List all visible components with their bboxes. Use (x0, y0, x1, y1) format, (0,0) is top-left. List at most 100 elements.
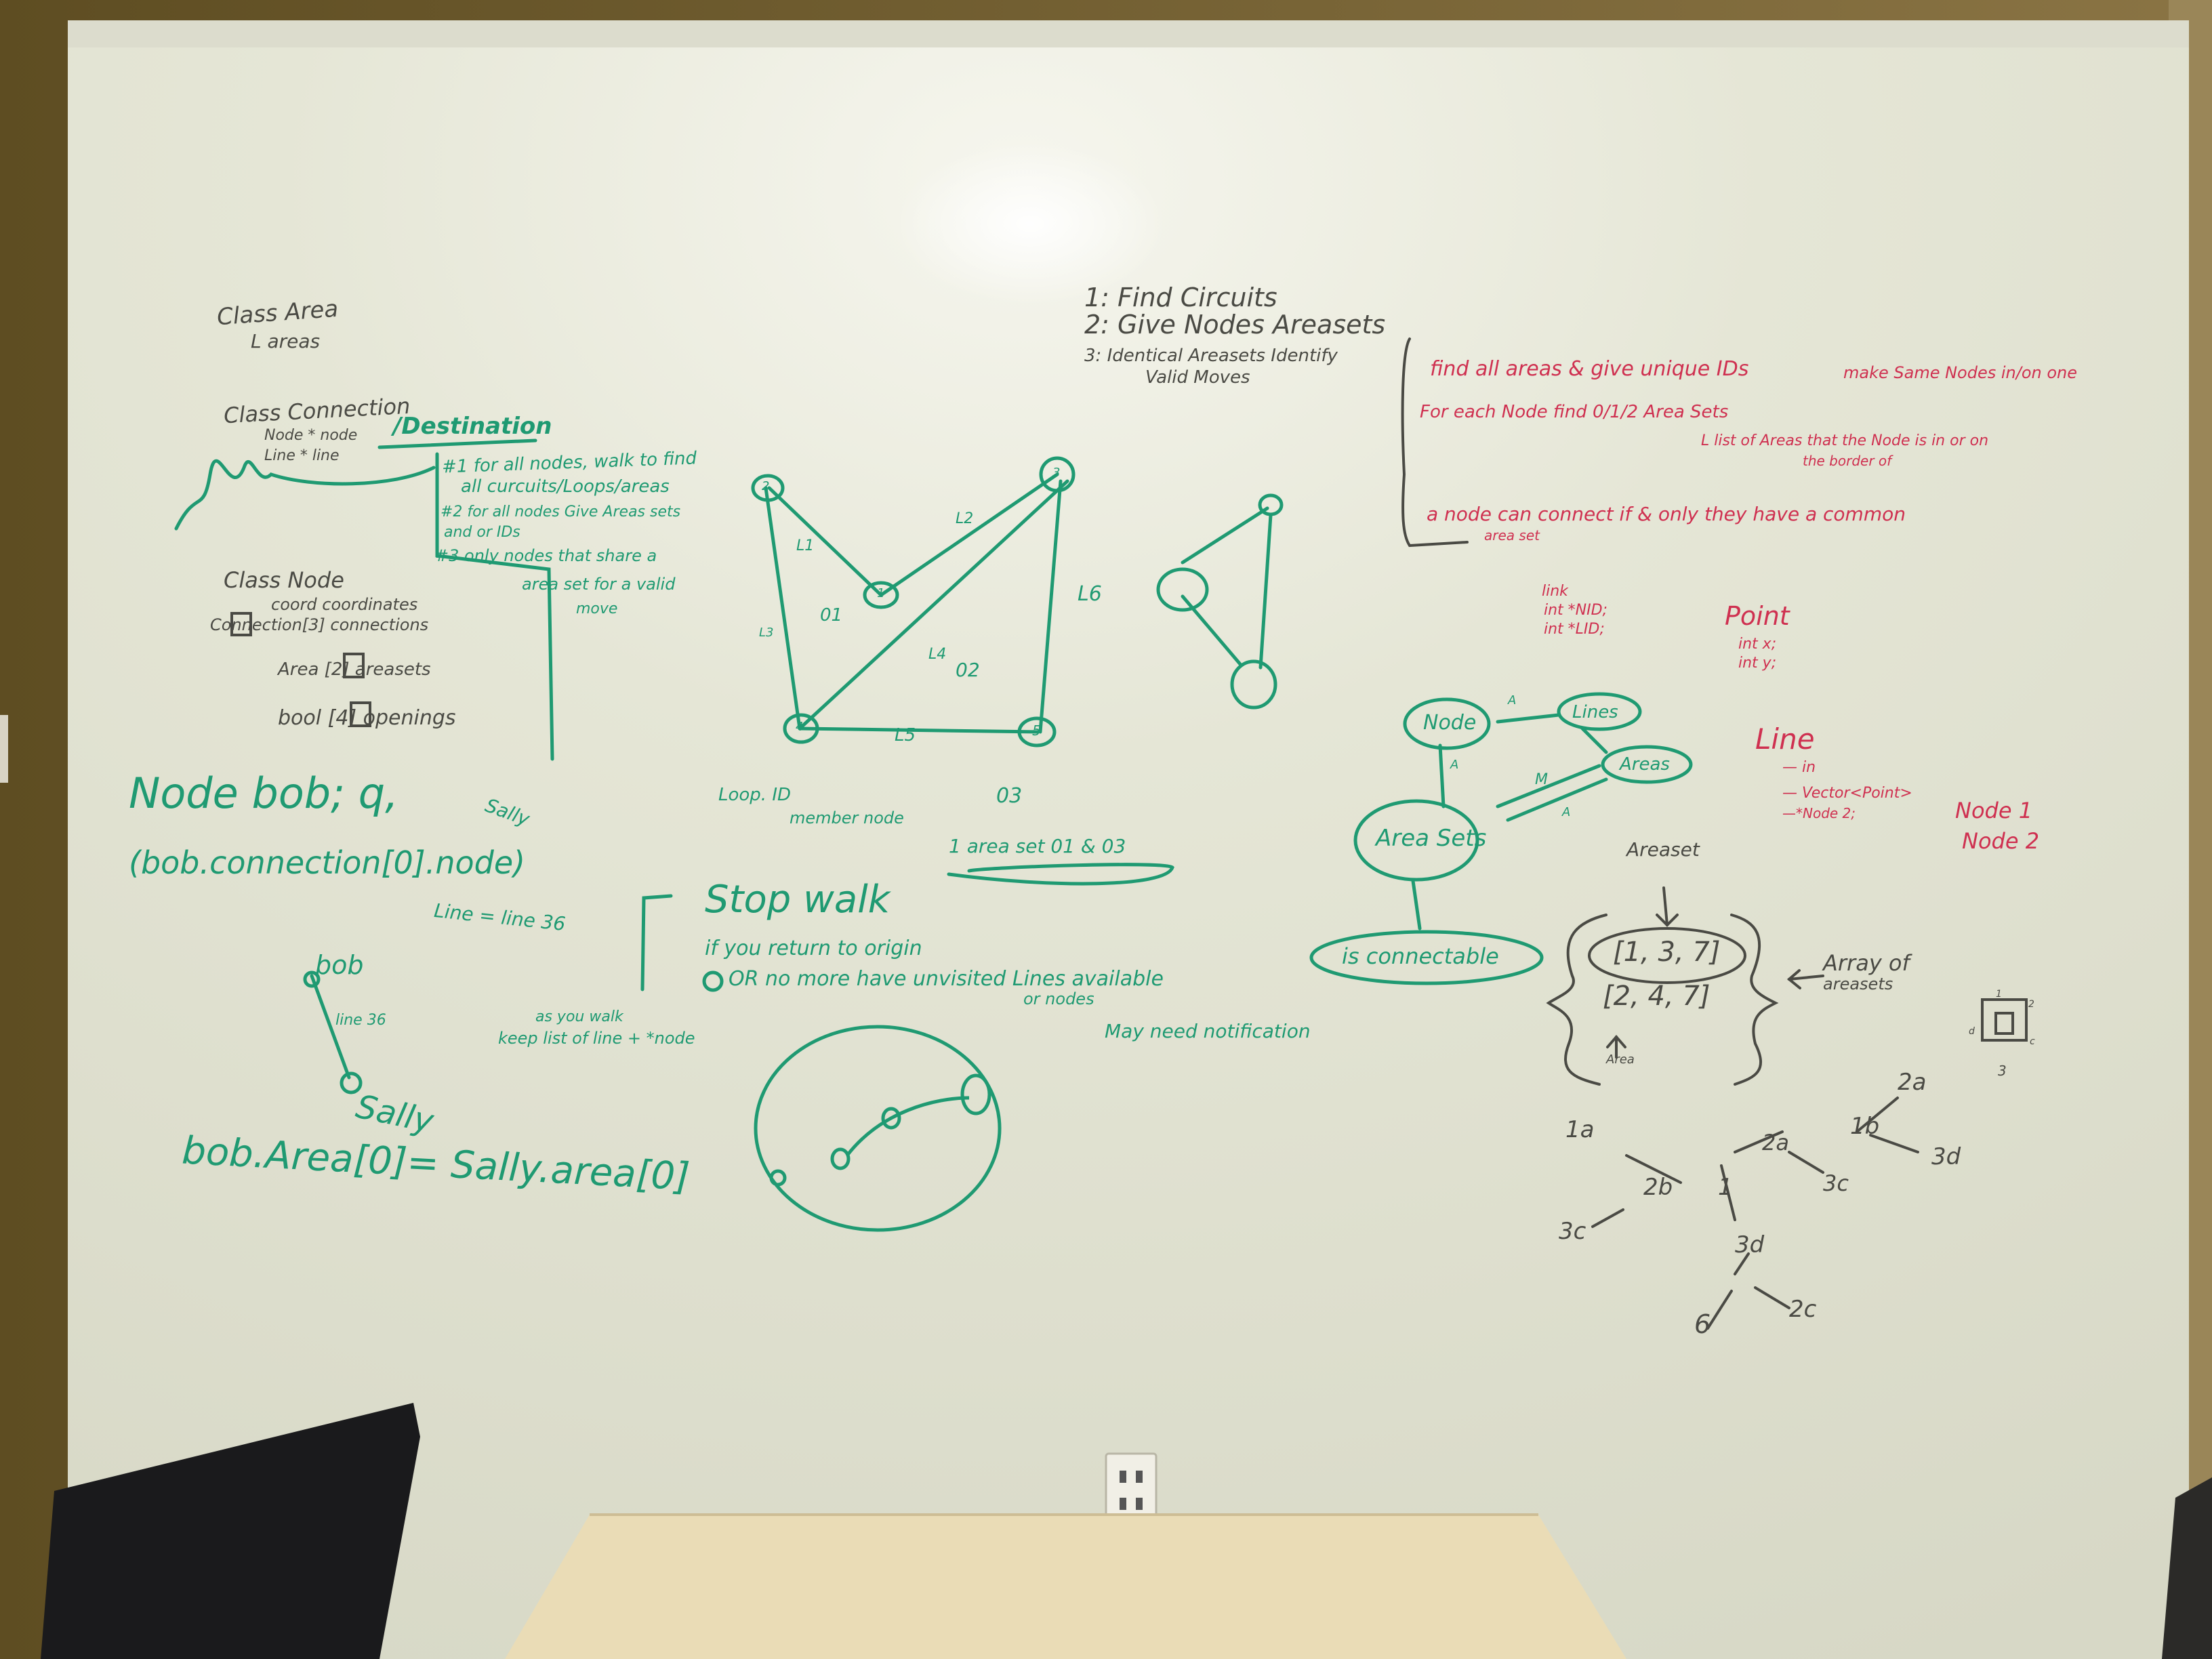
node-line-text: Node * node (264, 427, 358, 444)
graph-node-label: 2 (762, 479, 770, 493)
tiny-label: 3 (1998, 1063, 2007, 1079)
graph-node-label: 3 (1052, 466, 1061, 480)
nid-text: int *NID; (1544, 602, 1607, 619)
tree-label: 1a (1565, 1116, 1595, 1143)
tree-label: 3c (1559, 1218, 1586, 1245)
tiny-label: 2 (2028, 999, 2034, 1010)
wall-switch (0, 715, 8, 783)
black-drawings (230, 337, 2028, 1330)
graph-edge-label: L2 (956, 510, 974, 527)
chair (41, 1403, 420, 1659)
tree-label: 3c (1823, 1170, 1849, 1196)
tree-label: 2b (1643, 1174, 1673, 1201)
line-red-text: Line (1755, 722, 1815, 756)
node1-label: Node 1 (1955, 798, 2033, 823)
stop-or-nodes-text: or nodes (1023, 989, 1094, 1008)
graph-node-label: 5 (1032, 722, 1041, 739)
diagram-arrow-label: A (1562, 805, 1571, 819)
green-drawings (174, 438, 1608, 1080)
as-you-walk-text: as you walk (535, 1008, 623, 1025)
step3c-text: move (576, 600, 618, 617)
list-item-4: Valid Moves (1145, 367, 1250, 388)
tree-label: 2c (1789, 1296, 1817, 1323)
destination-text: /Destination (393, 413, 552, 440)
bool-text: bool [4] openings (278, 706, 456, 730)
tiny-label: 1 (1996, 989, 2002, 1000)
step2a-text: #2 for all nodes Give Areas sets (441, 504, 681, 520)
for-each-text: For each Node find 0/1/2 Area Sets (1420, 402, 1729, 422)
table (505, 1515, 1626, 1659)
diagram-arrow-label: A (1508, 693, 1517, 708)
graph-edge-label: L5 (895, 725, 916, 745)
member-node-text: member node (790, 808, 904, 827)
tree-label: 3d (1735, 1231, 1765, 1258)
tree-label: 1b (1850, 1113, 1880, 1140)
list-item-2: 2: Give Nodes Areasets (1084, 310, 1386, 340)
diagram-arrow-label: A (1450, 758, 1459, 772)
tree-label: 1 (1718, 1174, 1733, 1201)
find-all-text: find all areas & give unique IDs (1430, 357, 1749, 381)
dash-in-text: — in (1782, 759, 1816, 776)
whiteboard-top-rail (68, 20, 2189, 47)
line36-text: line 36 (335, 1012, 386, 1029)
list-item-1: 1: Find Circuits (1084, 283, 1277, 312)
graph-node-label: 1 (877, 586, 885, 600)
lid-text: int *LID; (1544, 621, 1605, 638)
diagram-lines: Lines (1572, 702, 1618, 722)
stop-if-text: if you return to origin (705, 937, 922, 960)
a-node-text: a node can connect if & only they have a… (1427, 503, 1906, 525)
graph-region-label: 03 (996, 784, 1023, 808)
connection-text: Connection[3] connections (210, 615, 429, 634)
graph-edge-label: L1 (796, 537, 815, 554)
areas-line-text: L areas (251, 330, 321, 352)
areasets-text: areasets (1823, 975, 1893, 994)
graph-edge-label: L3 (759, 626, 774, 640)
step1b-text: all curcuits/Loops/areas (461, 476, 670, 497)
tree-label: 2a (1898, 1069, 1927, 1096)
area-set-text: 1 area set 01 & 03 (949, 835, 1126, 857)
electrical-outlet (1105, 1452, 1158, 1523)
tree-label: 2a (1762, 1130, 1789, 1155)
area-text: Area [2] areasets (278, 659, 431, 680)
tiny-label: d (1969, 1026, 1975, 1037)
graph-nodes (303, 456, 1693, 1232)
tiny-label: c (2030, 1036, 2035, 1047)
loop-id-text: Loop. ID (718, 785, 792, 805)
chair-right (2162, 1477, 2212, 1659)
whiteboard (68, 20, 2189, 1659)
make-same-text: make Same Nodes in/on one (1843, 363, 2078, 382)
keep-list-text: keep list of line + *node (498, 1029, 695, 1048)
diagram-is-connectable: is connectable (1342, 943, 1499, 969)
light-glare (895, 142, 1166, 305)
diagram-area-sets: Area Sets (1376, 825, 1487, 852)
node2-label: Node 2 (1962, 828, 2040, 854)
areaset-1: [1, 3, 7] (1613, 937, 1721, 968)
may-need-text: May need notification (1105, 1020, 1311, 1042)
diagram-node: Node (1423, 711, 1477, 735)
list-of-text: L list of Areas that the Node is in or o… (1701, 432, 1989, 449)
int-y-text: int y; (1738, 655, 1777, 672)
graph-node-label: 4 (796, 720, 804, 734)
area-set-red-text: area set (1484, 527, 1540, 544)
graph-edge-label: L4 (928, 646, 947, 663)
node-decl-text: Node bob; q, (129, 769, 398, 818)
stop-walk-title: Stop walk (705, 878, 890, 922)
link-text: link (1542, 583, 1568, 600)
coord-text: coord coordinates (271, 595, 418, 614)
areaset-label: Areaset (1626, 838, 1700, 861)
point-text: Point (1725, 601, 1790, 631)
graph-region-label: 02 (956, 659, 980, 681)
area-label: Area (1606, 1052, 1635, 1067)
step2b-text: and or IDs (444, 524, 520, 541)
areaset-2: [2, 4, 7] (1603, 981, 1711, 1012)
bob-label: bob (315, 950, 364, 980)
graph-region-label: 01 (820, 605, 843, 626)
line-line-text: Line * line (264, 447, 340, 464)
bob-conn-text: (bob.connection[0].node) (129, 844, 526, 881)
list-item-3: 3: Identical Areasets Identify (1084, 346, 1338, 366)
stop-or-text: OR no more have unvisited Lines availabl… (729, 967, 1164, 991)
tree-label: 6 (1694, 1309, 1711, 1339)
step3b-text: area set for a valid (522, 575, 676, 594)
